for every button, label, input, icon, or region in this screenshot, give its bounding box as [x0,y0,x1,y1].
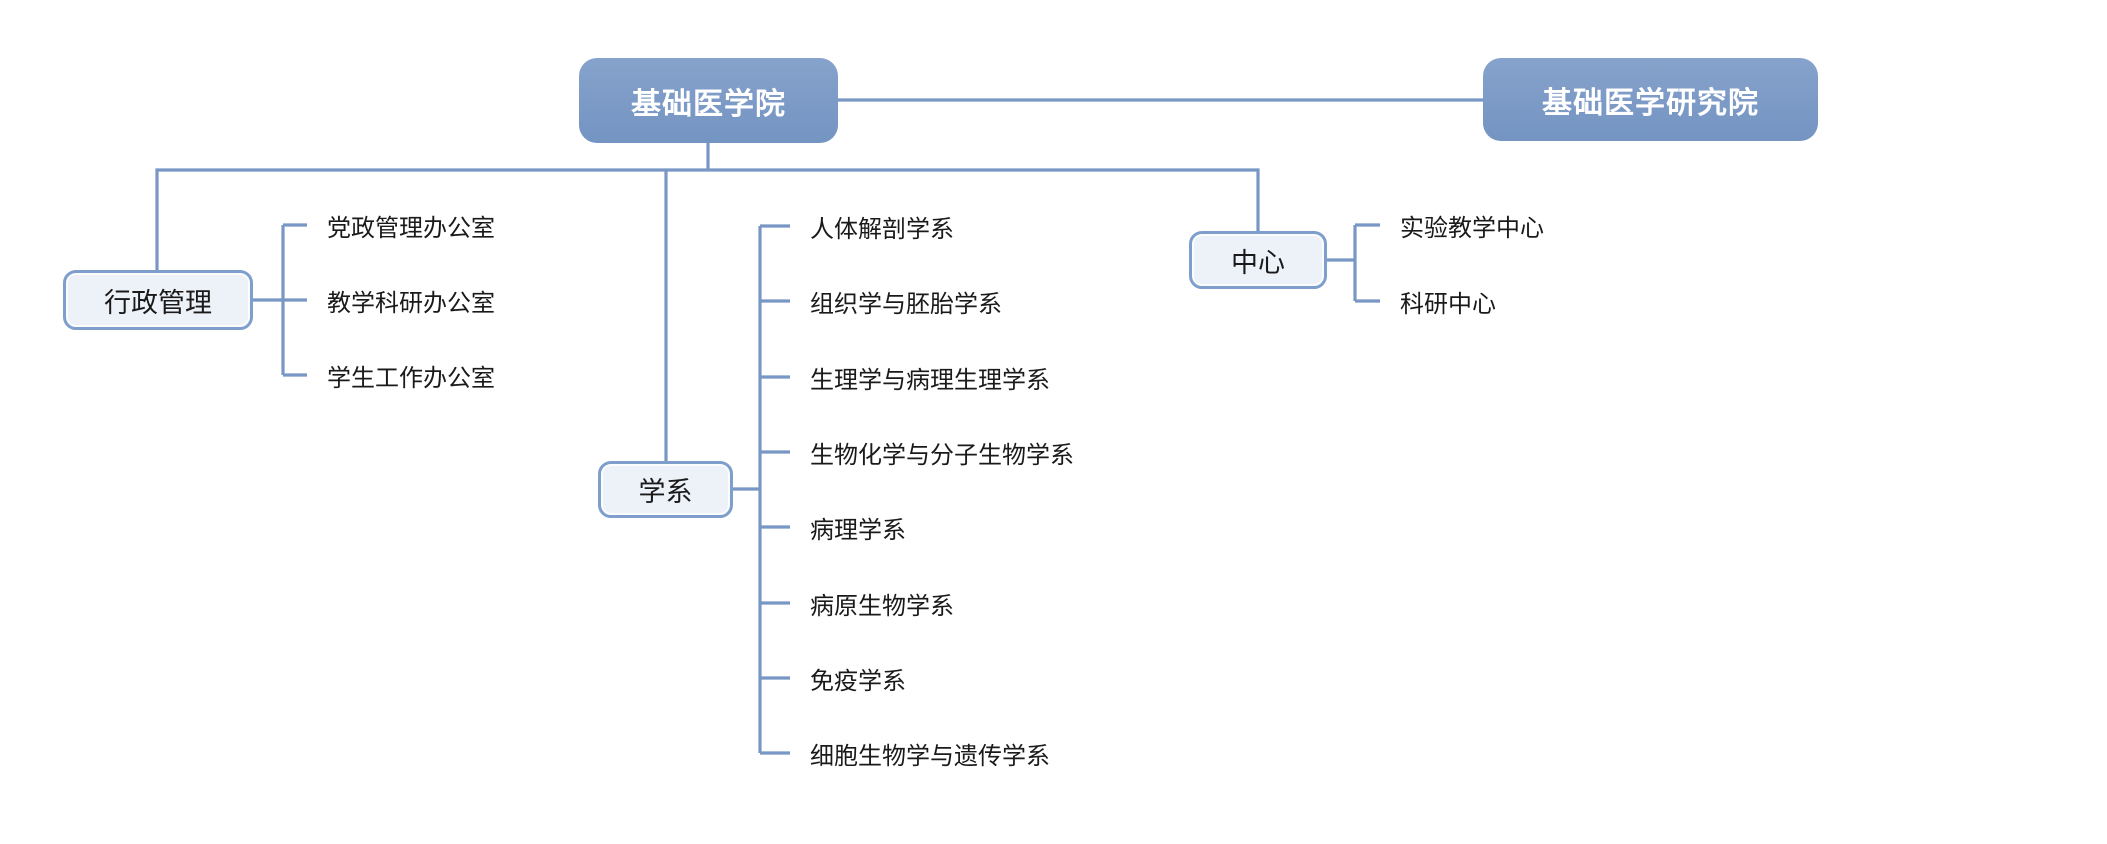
leaf-label-party-gov-office: 党政管理办公室 [327,214,495,242]
leaf-label-pathogen-biology: 病原生物学系 [810,592,954,620]
research-institute-node: 基础医学研究院 [1483,58,1818,141]
leaf-label-cell-biology-genetics: 细胞生物学与遗传学系 [810,742,1050,770]
leaf-label-human-anatomy: 人体解剖学系 [810,215,954,243]
leaf-label-physiology-pathophysiology: 生理学与病理生理学系 [810,366,1050,394]
branch-node-departments: 学系 [598,461,733,518]
leaf-label-histology-embryology: 组织学与胚胎学系 [810,290,1002,318]
leaf-label-teaching-research-office: 教学科研办公室 [327,289,495,317]
leaf-label-research-center: 科研中心 [1400,290,1496,318]
leaf-label-biochemistry-molecular-biology: 生物化学与分子生物学系 [810,441,1074,469]
leaf-label-student-affairs-office: 学生工作办公室 [327,364,495,392]
connector-distribution-bar [155,168,1260,270]
branch-node-administration: 行政管理 [63,270,253,330]
leaf-label-experimental-teaching-center: 实验教学中心 [1400,214,1544,242]
leaf-label-immunology: 免疫学系 [810,667,906,695]
connector-group [155,98,1483,755]
branch-node-centers: 中心 [1189,231,1327,289]
root-node-basic-medical-college: 基础医学院 [579,58,838,143]
leaf-label-pathology: 病理学系 [810,516,906,544]
